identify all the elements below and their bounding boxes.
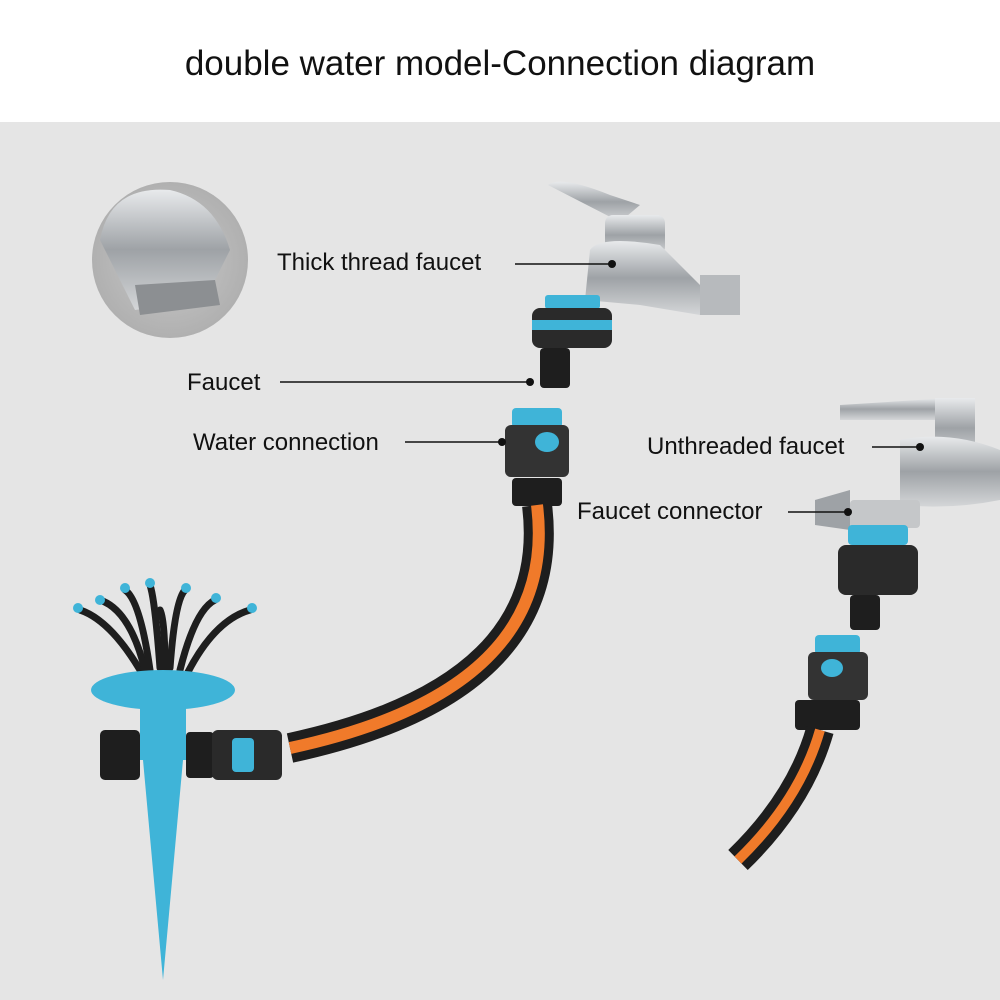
label-unthreaded-faucet: Unthreaded faucet [647, 433, 845, 460]
page-title: double water model-Connection diagram [184, 44, 816, 83]
thick-thread-faucet [532, 181, 740, 388]
water-connector-and-hose [286, 408, 569, 763]
header: double water model-Connection diagram [0, 0, 1000, 122]
second-connector-and-hose [728, 635, 868, 871]
label-faucet: Faucet [187, 369, 261, 396]
label-faucet-connector: Faucet connector [577, 498, 763, 525]
leader-lines [280, 263, 918, 513]
thread-closeup-photo [92, 182, 248, 338]
leader-dots [498, 260, 924, 516]
label-water-connection: Water connection [193, 429, 379, 456]
label-thick-thread-faucet: Thick thread faucet [277, 249, 482, 276]
sprinkler [73, 578, 282, 980]
unthreaded-faucet [815, 398, 1000, 630]
